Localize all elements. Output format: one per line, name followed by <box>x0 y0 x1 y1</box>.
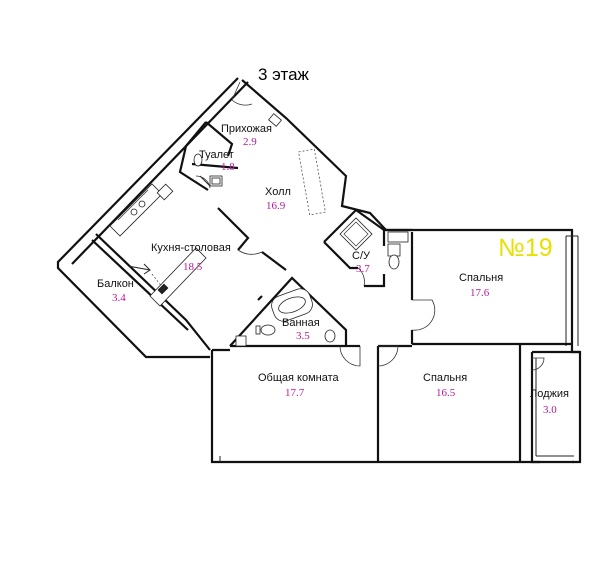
room-area-hall: 16.9 <box>266 200 286 212</box>
room-area-kitchen: 18.5 <box>183 261 203 273</box>
room-name-bedroom-2: Спальня <box>423 372 468 384</box>
room-name-kitchen: Кухня-столовая <box>151 242 231 254</box>
room-area-bedroom-2: 16.5 <box>436 387 456 399</box>
room-area-living-room: 17.7 <box>285 387 305 399</box>
room-name-balcony: Балкон <box>97 278 134 290</box>
floor-title: 3 этаж <box>258 65 309 84</box>
room-name-hall: Холл <box>265 186 291 198</box>
room-name-hallway: Прихожая <box>221 123 272 135</box>
room-area-bathroom: 3.5 <box>296 330 310 342</box>
room-area-balcony: 3.4 <box>112 292 126 304</box>
room-name-bedroom-1: Спальня <box>459 272 504 284</box>
room-area-loggia: 3.0 <box>543 404 557 416</box>
room-area-wc: 3.7 <box>356 263 370 275</box>
doors <box>127 81 545 371</box>
room-area-toilet: 1.8 <box>221 161 235 173</box>
exterior-walls <box>56 77 582 464</box>
room-area-bedroom-1: 17.6 <box>470 287 490 299</box>
apartment-number: №19 <box>498 234 553 262</box>
interior-walls <box>91 121 572 462</box>
room-name-loggia: Лоджия <box>530 388 569 400</box>
room-name-wc: С/У <box>352 250 370 262</box>
room-area-hallway: 2.9 <box>243 136 257 148</box>
fixtures <box>109 113 409 347</box>
room-name-toilet: Туалет <box>199 149 234 161</box>
room-name-bathroom: Ванная <box>282 317 320 329</box>
room-name-living-room: Общая комната <box>258 372 339 384</box>
